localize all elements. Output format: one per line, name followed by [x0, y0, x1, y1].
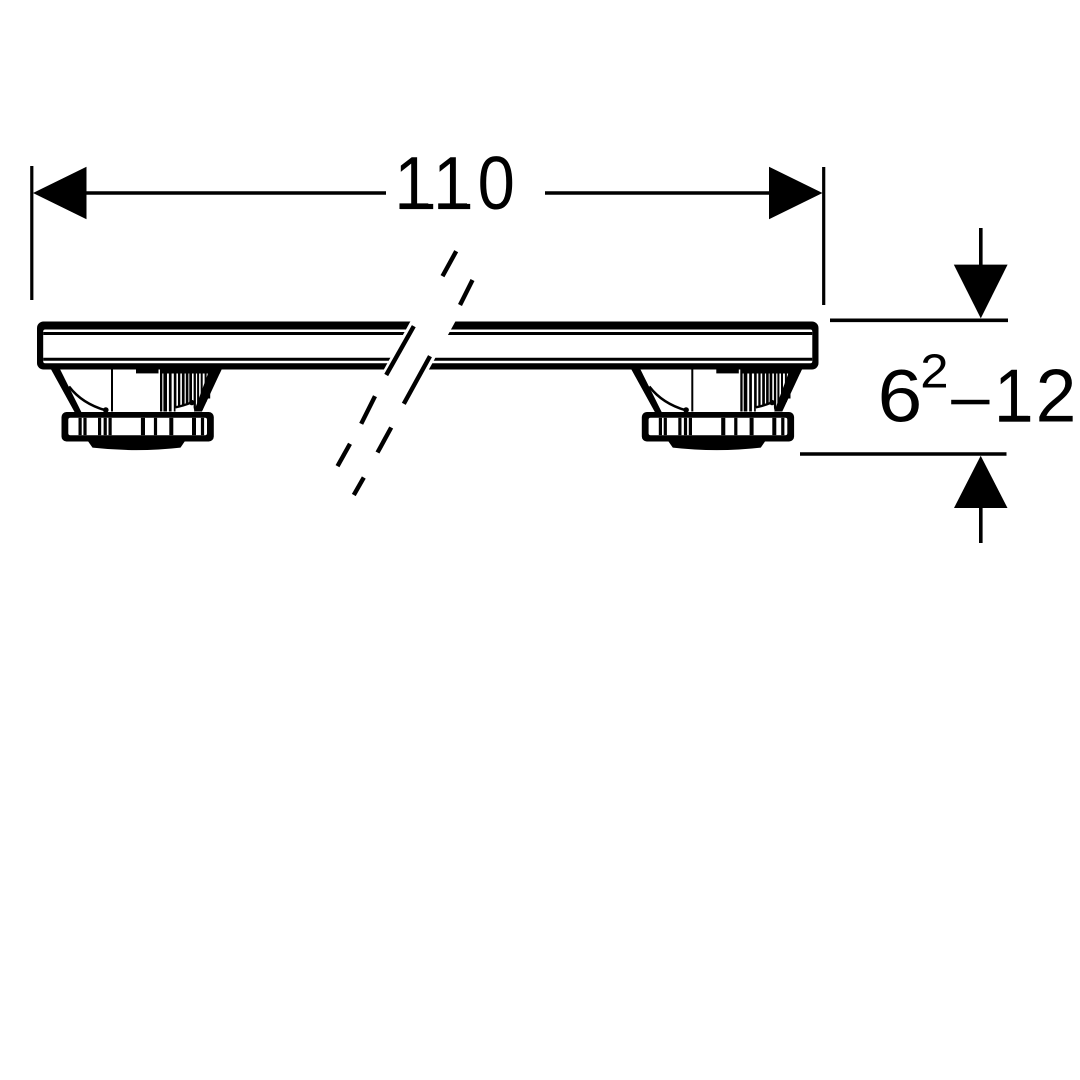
svg-text:6: 6	[878, 355, 923, 437]
svg-text:1: 1	[994, 354, 1031, 439]
svg-text:0: 0	[478, 141, 515, 226]
svg-text:2: 2	[1036, 354, 1077, 438]
svg-text:1: 1	[394, 141, 431, 226]
svg-text:2: 2	[920, 345, 948, 398]
svg-text:1: 1	[433, 141, 470, 226]
